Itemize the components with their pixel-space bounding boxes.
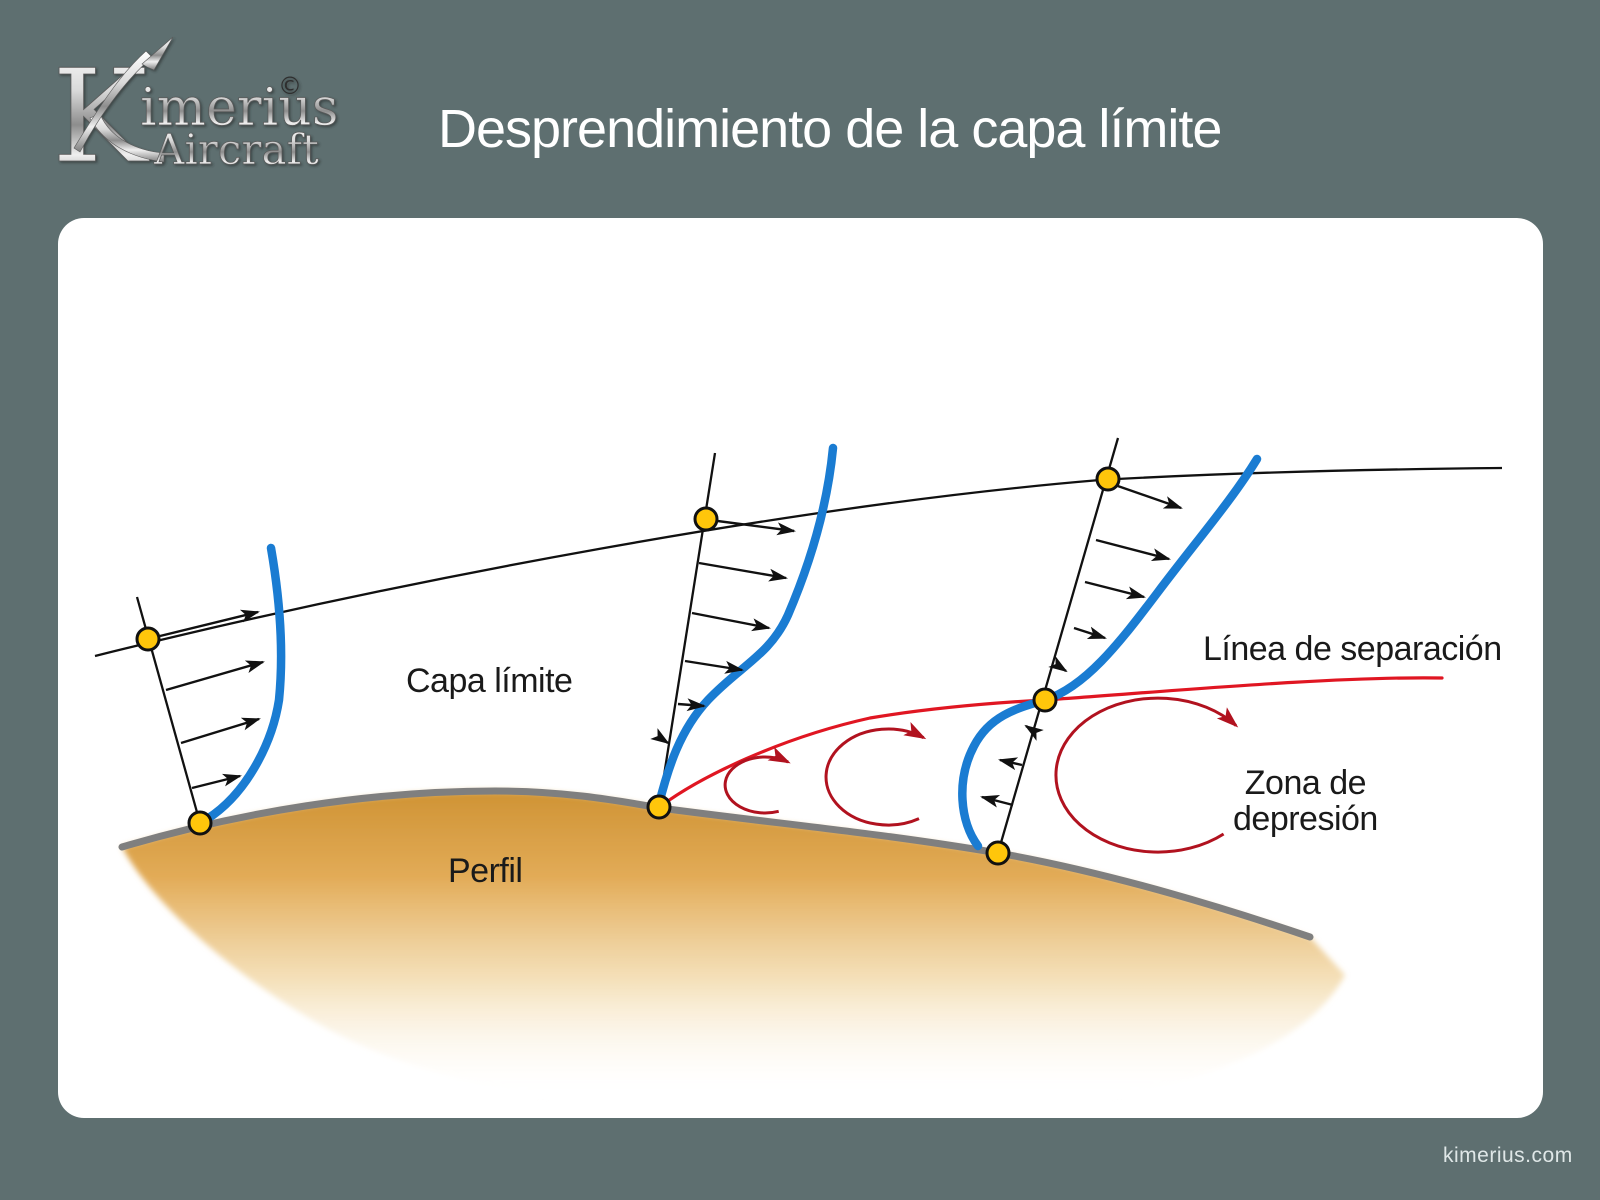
label-airfoil: Perfil: [448, 852, 523, 890]
page-title: Desprendimiento de la capa límite: [438, 99, 1222, 159]
label-boundary-layer: Capa límite: [406, 662, 573, 700]
kimerius-logo: K imerius © Aircraft: [52, 36, 339, 186]
logo-swash: [89, 113, 165, 163]
label-depression-zone: Zona de depresión: [1233, 764, 1378, 838]
logo-arrow-swoosh: [73, 50, 153, 153]
logo-subbrand-text: Aircraft: [153, 125, 319, 174]
website-url: kimerius.com: [1443, 1144, 1573, 1167]
label-separation-line: Línea de separación: [1203, 630, 1502, 668]
logo-copyright: ©: [278, 72, 302, 100]
logo-brand-text: imerius: [140, 78, 338, 138]
logo-arrowhead-icon: [141, 36, 174, 71]
